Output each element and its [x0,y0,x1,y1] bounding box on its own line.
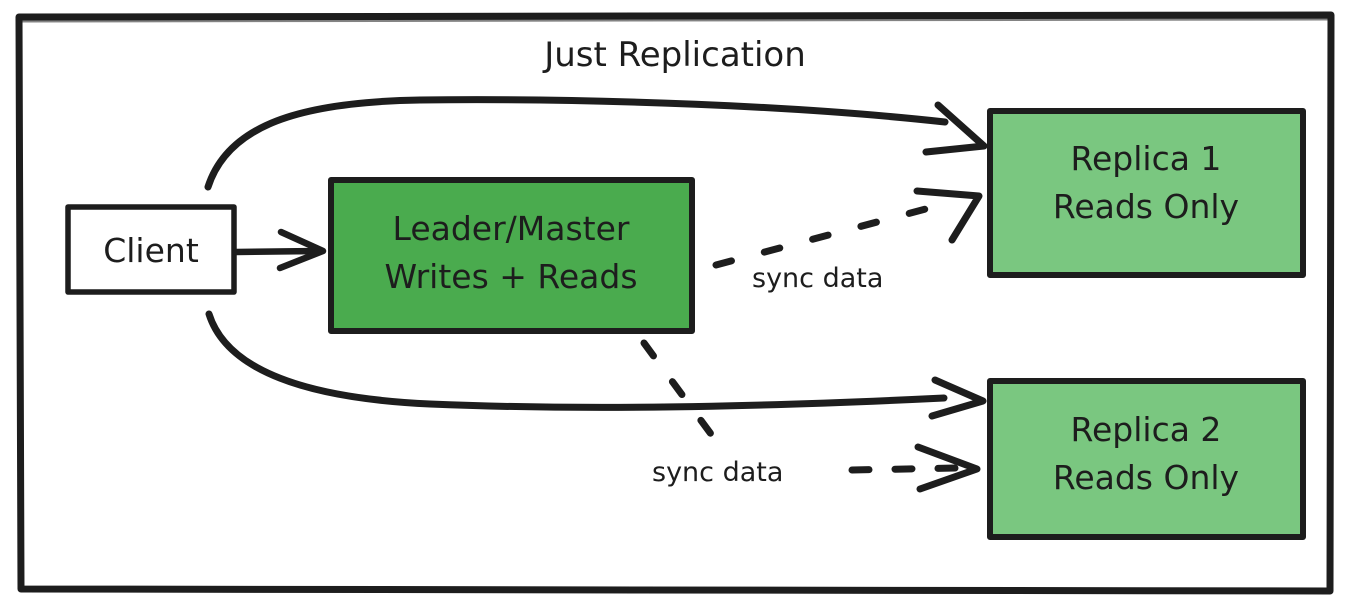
arrow-leader-to-replica-2: sync data [640,339,981,493]
replica-1-node[interactable]: Replica 1 Reads Only [987,108,1306,278]
replica-2-node-box [987,378,1306,540]
sync-data-label-2: sync data [652,457,783,488]
leader-node-label-line1: Leader/Master [393,209,630,248]
replica-2-node-label-line2: Reads Only [1053,458,1239,497]
arrow-leader-to-replica-1: sync data [712,187,983,294]
replica-1-node-label-line2: Reads Only [1053,187,1239,226]
diagram-title: Just Replication [542,35,806,75]
client-node-label: Client [103,231,199,270]
leader-node-label-line2: Writes + Reads [384,257,637,296]
diagram-frame [15,11,1335,595]
arrow-client-to-replica-2 [205,310,987,420]
leader-master-node[interactable]: Leader/Master Writes + Reads [328,177,695,334]
sync-data-label-1: sync data [752,263,883,294]
arrow-client-to-replica-1 [204,96,988,191]
replica-2-node-label-line1: Replica 2 [1071,410,1222,449]
client-node[interactable]: Client [65,204,237,295]
replica-1-node-box [987,108,1306,278]
replica-2-node[interactable]: Replica 2 Reads Only [987,378,1306,540]
leader-node-box [328,177,695,334]
replica-1-node-label-line1: Replica 1 [1071,139,1222,178]
arrow-client-to-leader [232,228,327,272]
